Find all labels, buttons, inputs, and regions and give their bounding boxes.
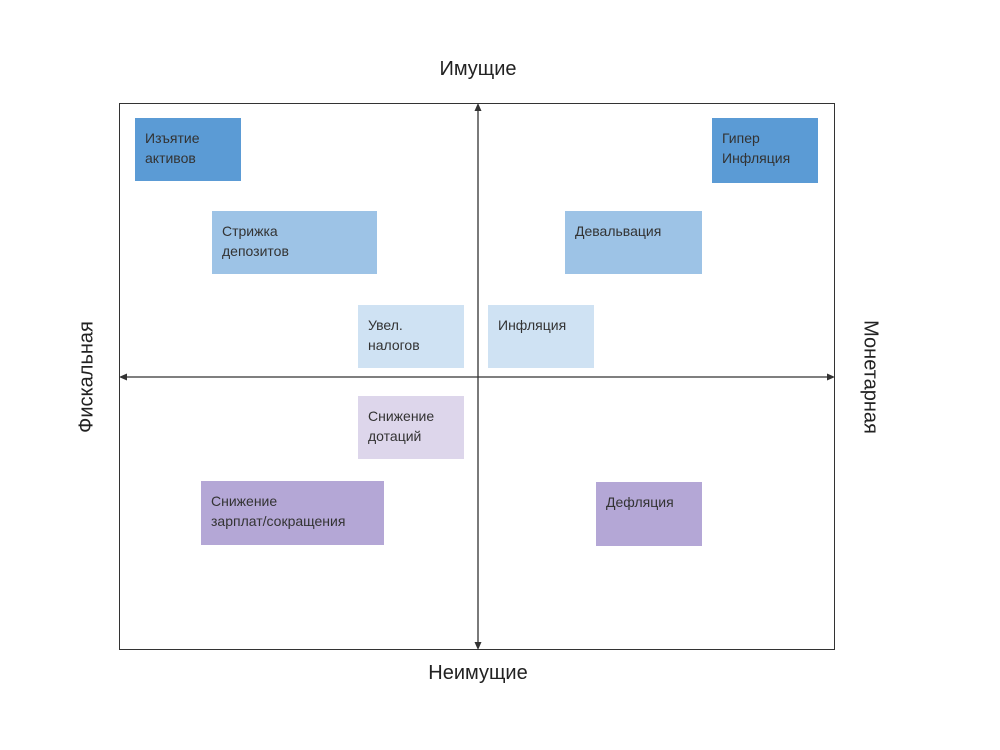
node-strizhka-depozitov: Стрижка депозитов bbox=[212, 211, 377, 274]
node-inflyaciya: Инфляция bbox=[488, 305, 594, 368]
axis-title-left: Фискальная bbox=[75, 321, 98, 433]
node-giper-inflyaciya: Гипер Инфляция bbox=[712, 118, 818, 183]
node-snizhenie-zarplat: Снижение зарплат/сокращения bbox=[201, 481, 384, 545]
quadrant-frame bbox=[119, 103, 835, 650]
axis-title-top: Имущие bbox=[439, 58, 517, 80]
node-devalvaciya: Девальвация bbox=[565, 211, 702, 274]
node-deflyaciya: Дефляция bbox=[596, 482, 702, 546]
node-izyatie-aktivov: Изъятие активов bbox=[135, 118, 241, 181]
node-snizhenie-dotaciy: Снижение дотаций bbox=[358, 396, 464, 459]
axis-title-bottom: Неимущие bbox=[428, 662, 528, 684]
axis-title-right: Монетарная bbox=[859, 320, 882, 434]
node-uvel-nalogov: Увел. налогов bbox=[358, 305, 464, 368]
